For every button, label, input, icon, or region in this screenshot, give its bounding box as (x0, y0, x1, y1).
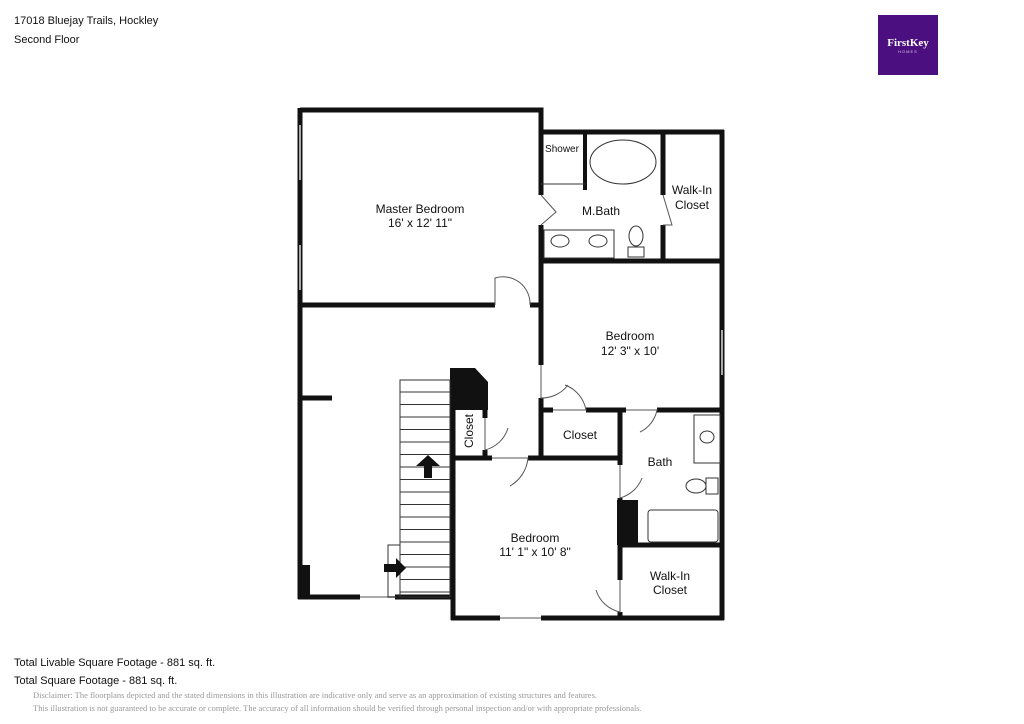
room-name: Master Bedroom (376, 202, 465, 216)
room-name: Shower (545, 144, 580, 155)
address: 17018 Bluejay Trails, Hockley (14, 15, 159, 27)
windows (299, 125, 723, 619)
room-name: Closet (462, 413, 476, 448)
room-name: Walk-In (650, 569, 690, 583)
total-sqft: Total Square Footage - 881 sq. ft. (14, 675, 178, 687)
room-name: Closet (653, 583, 688, 597)
walls (297, 107, 725, 621)
room-name: Closet (675, 198, 710, 212)
room-labels: Master Bedroom 16' x 12' 11" M.Bath Show… (376, 144, 712, 597)
room-name: M.Bath (582, 204, 620, 218)
stair-arrow-right-icon (384, 558, 406, 578)
room-dims: 12' 3" x 10' (601, 344, 659, 358)
room-name: Bedroom (511, 531, 560, 545)
logo-brand: FirstKey (887, 36, 929, 49)
logo-sub: HOMES (898, 48, 918, 54)
stair-arrow-up-icon (416, 455, 440, 478)
room-dims: 16' x 12' 11" (388, 216, 452, 230)
room-name: Walk-In (672, 183, 712, 197)
disclaimer-line-1: Disclaimer: The floorplans depicted and … (33, 690, 597, 700)
firstkey-logo: FirstKey HOMES (878, 15, 938, 75)
room-name: Closet (563, 428, 598, 442)
door-swings (484, 194, 673, 613)
floor-label: Second Floor (14, 34, 80, 46)
fixtures (541, 139, 721, 543)
room-name: Bath (648, 455, 673, 469)
structural-blocks (300, 368, 638, 595)
livable-sqft: Total Livable Square Footage - 881 sq. f… (14, 657, 216, 669)
room-name: Bedroom (606, 329, 655, 343)
room-dims: 11' 1" x 10' 8" (499, 545, 571, 559)
disclaimer-line-2: This illustration is not guaranteed to b… (33, 703, 642, 713)
